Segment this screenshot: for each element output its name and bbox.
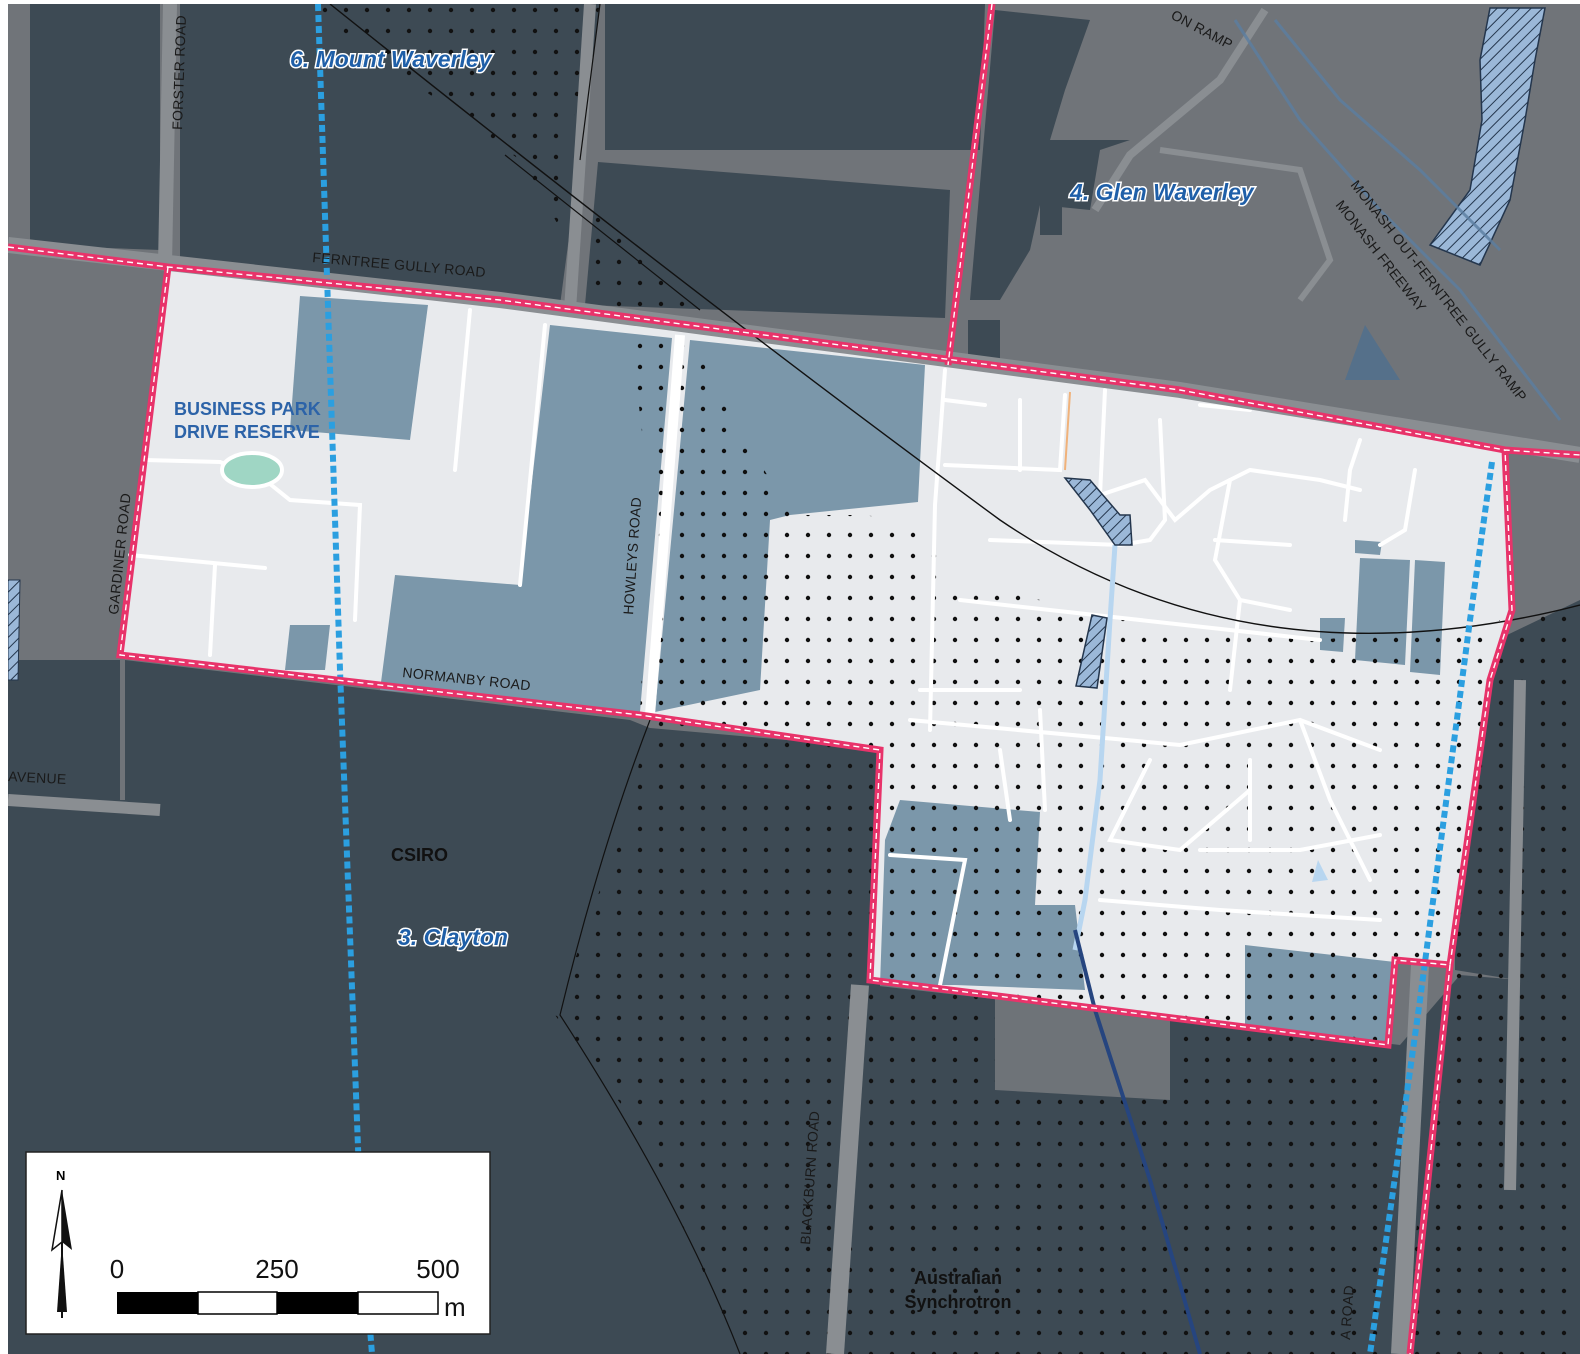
scale-bar	[117, 1291, 439, 1315]
hatched-basin-northeast	[1428, 7, 1546, 266]
csiro-label: CSIRO	[391, 845, 448, 865]
glen-waverley-label: 4. Glen Waverley	[1069, 179, 1255, 205]
reserve-oval	[220, 451, 284, 489]
avenue-label: AVENUE	[8, 768, 67, 787]
hatched-basin-1	[1063, 477, 1133, 546]
dotted-zone-inside	[630, 330, 1500, 1045]
creek-light	[1072, 544, 1118, 951]
north-label: N	[56, 1168, 65, 1183]
scale-unit: m	[444, 1292, 466, 1322]
precinct-boundary	[8, 4, 1580, 1354]
internal-streets	[128, 308, 1417, 987]
dotted-zone-outside	[305, 4, 1580, 1354]
creek-navy	[1073, 929, 1202, 1354]
scale-tick-500: 500	[416, 1254, 459, 1284]
scale-tick-250: 250	[255, 1254, 298, 1284]
reserve-label-line2: DRIVE RESERVE	[174, 422, 320, 442]
howleys-road	[645, 334, 685, 716]
hatched-basin-west	[8, 579, 21, 681]
scale-tick-0: 0	[110, 1254, 124, 1284]
water-feature	[1312, 860, 1328, 882]
synchrotron-label-line2: Synchrotron	[904, 1292, 1011, 1312]
bottom-road-label: A ROAD	[1337, 1285, 1357, 1341]
dotted-zone-edge	[504, 4, 741, 1354]
shared-trails	[315, 4, 1495, 1354]
synchrotron-label-line1: Australian	[914, 1268, 1002, 1288]
orange-path	[1064, 391, 1071, 471]
scale-bar-panel: N 0 250 500 m	[25, 1151, 491, 1335]
clayton-label: 3. Clayton	[398, 924, 508, 950]
forster-road-label: FORSTER ROAD	[169, 15, 189, 130]
rail-line	[329, 4, 1580, 634]
freeway-lines	[1233, 19, 1562, 421]
reserve-label-line1: BUSINESS PARK	[174, 399, 321, 419]
freeway-triangle	[1345, 325, 1400, 380]
north-arrow-icon	[50, 1189, 72, 1318]
mount-waverley-label: 6. Mount Waverley	[290, 46, 493, 72]
hatched-basin-2	[1075, 614, 1108, 689]
